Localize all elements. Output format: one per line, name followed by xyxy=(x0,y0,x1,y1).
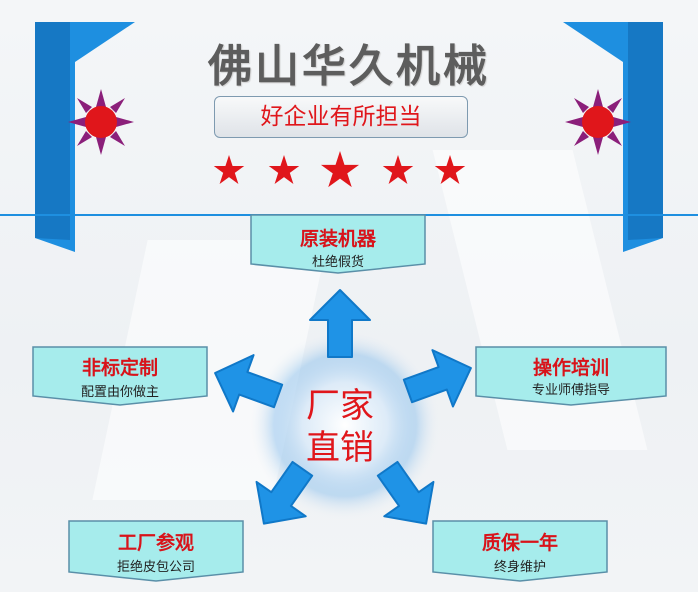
box-title: 操作培训 xyxy=(532,357,609,379)
box-subtitle: 杜绝假货 xyxy=(311,255,364,270)
sun-icon xyxy=(68,89,134,155)
box-title: 质保一年 xyxy=(481,532,558,554)
center-label-line1: 厂家 xyxy=(306,386,374,426)
sun-icon xyxy=(565,89,631,155)
rating-stars xyxy=(213,151,466,188)
arrow-down-right-icon xyxy=(376,460,435,525)
box-title: 原装机器 xyxy=(299,228,376,250)
feature-box-original-machine: 原装机器 杜绝假货 xyxy=(250,214,426,274)
box-subtitle: 终身维护 xyxy=(493,560,546,575)
feature-box-custom: 非标定制 配置由你做主 xyxy=(32,346,208,406)
box-subtitle: 专业师傅指导 xyxy=(531,383,610,398)
feature-box-factory-visit: 工厂参观 拒绝皮包公司 xyxy=(68,520,244,582)
box-subtitle: 配置由你做主 xyxy=(80,385,159,400)
corner-decoration-right xyxy=(563,22,663,252)
arrow-right-icon xyxy=(402,349,472,408)
slogan-badge: 好企业有所担当 xyxy=(214,96,468,138)
star-icon xyxy=(268,155,300,184)
page-title: 佛山华久机械 xyxy=(208,41,490,92)
corner-decoration-left xyxy=(35,22,135,252)
star-icon xyxy=(320,151,360,188)
feature-box-warranty: 质保一年 终身维护 xyxy=(432,520,608,582)
star-icon xyxy=(213,155,245,184)
arrow-down-left-icon xyxy=(255,460,314,525)
box-title: 非标定制 xyxy=(81,357,158,379)
feature-box-training: 操作培训 专业师傅指导 xyxy=(475,346,667,406)
center-label-line2: 直销 xyxy=(306,428,374,468)
star-icon xyxy=(382,155,414,184)
box-subtitle: 拒绝皮包公司 xyxy=(116,560,195,575)
arrow-left-icon xyxy=(214,354,284,413)
box-title: 工厂参观 xyxy=(117,532,194,554)
star-icon xyxy=(434,155,466,184)
arrow-up-icon xyxy=(309,289,371,358)
